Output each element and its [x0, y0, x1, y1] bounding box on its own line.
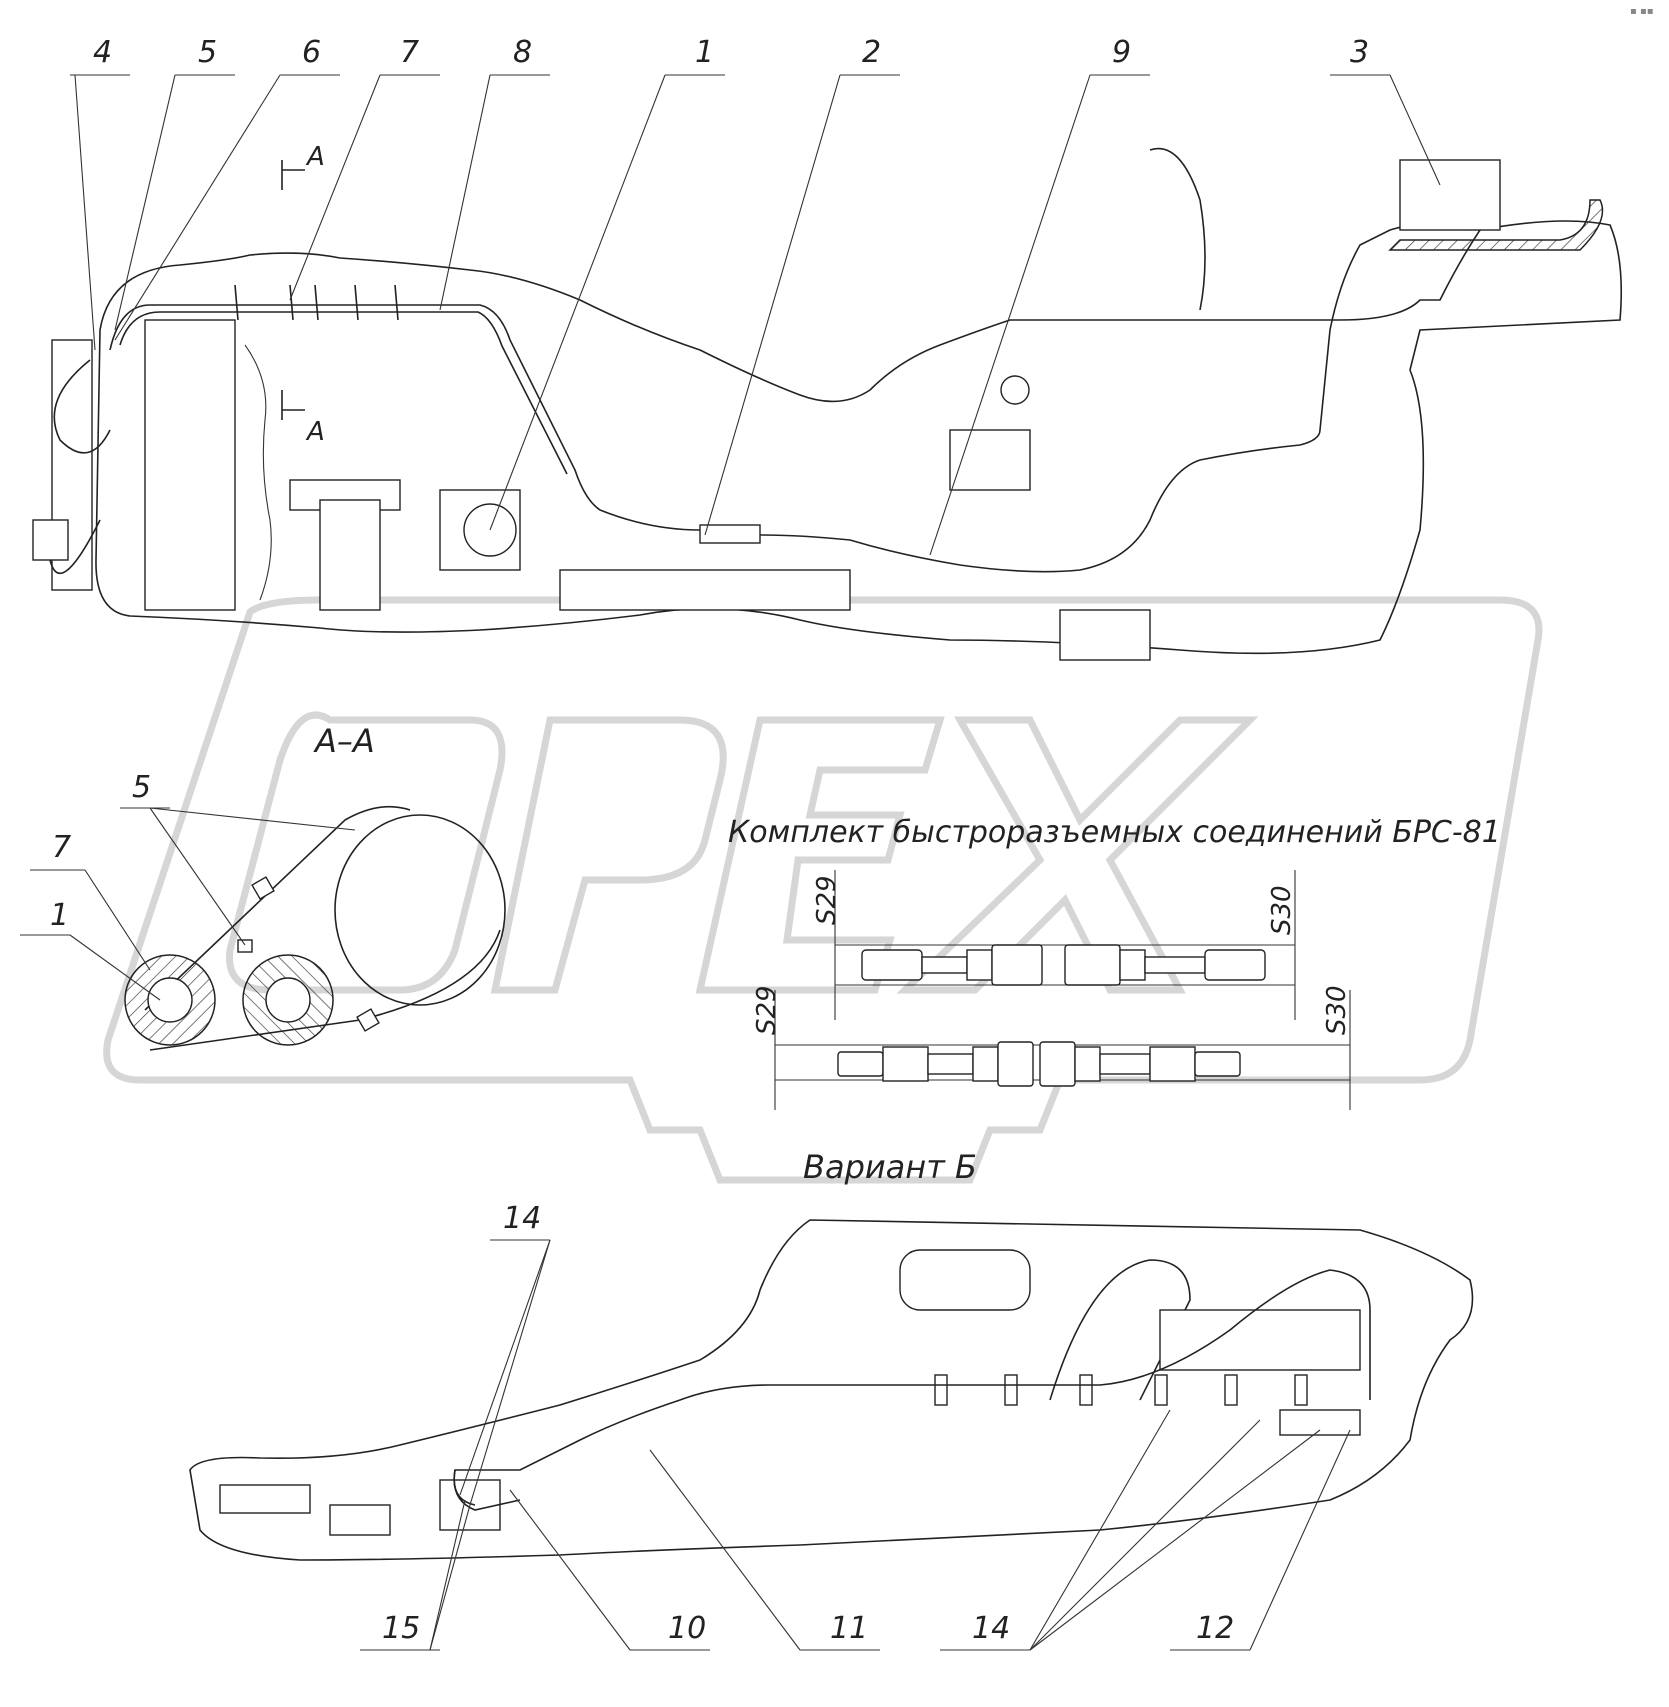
vb-callout-14-top: 14 — [503, 1201, 541, 1236]
dim-s30-lower: S30 — [1322, 985, 1352, 1035]
cab-unit — [1399, 159, 1501, 231]
tie-clip-upper — [251, 876, 275, 900]
injectors — [934, 1374, 1308, 1406]
callout-3: 3 — [1350, 35, 1369, 70]
corner-mark: ▪ ▪▪ — [1630, 6, 1654, 17]
hose-loop-front — [53, 359, 111, 454]
hose-route-variant-b — [453, 1269, 1371, 1506]
tie-clip-small — [237, 939, 253, 953]
top-body-outline — [95, 220, 1622, 655]
dim-s30-upper: S30 — [1267, 885, 1297, 935]
fan-shroud — [244, 344, 272, 601]
frame-rail — [559, 569, 851, 611]
engine-block-b — [1159, 1309, 1361, 1371]
clips-top — [234, 284, 399, 321]
engine-mount — [319, 499, 381, 611]
vb-callout-12: 12 — [1196, 1611, 1234, 1646]
callout-1: 1 — [695, 35, 714, 70]
section-clamp-ring — [334, 814, 506, 1006]
front-coupling — [32, 519, 69, 561]
section-mark: A A — [281, 142, 325, 447]
watermark-logo: OPEX — [103, 596, 1543, 1184]
callout-4: 4 — [93, 35, 112, 70]
hose-route-top-2 — [119, 311, 568, 475]
quick-connect-title: Комплект быстроразъемных соединений БРС-… — [728, 815, 1501, 850]
connector-assembly-coupled — [861, 944, 1266, 986]
quick-connect-set: Комплект быстроразъемных соединений БРС-… — [728, 815, 1501, 1110]
callout-6: 6 — [302, 35, 321, 70]
section-aa: А–А 5 7 1 — [20, 722, 506, 1051]
aa-callout-1: 1 — [50, 898, 69, 933]
dim-s29-upper: S29 — [812, 875, 842, 925]
tie-clip-lower — [356, 1008, 380, 1032]
callout-2: 2 — [862, 35, 881, 70]
vb-callout-15: 15 — [382, 1611, 420, 1646]
quick-coupling-top — [699, 524, 761, 544]
hatched-panel-top — [1388, 199, 1604, 251]
section-mark-lower: A — [305, 417, 325, 447]
section-mark-upper: A — [305, 142, 325, 172]
variant-b-leaders — [360, 1239, 1351, 1651]
hose-bore-right — [265, 977, 311, 1023]
hose-bore-left — [147, 977, 193, 1023]
valve-cap — [1000, 375, 1030, 405]
exhaust-stack — [1149, 147, 1206, 311]
connector-assembly-uncoupled — [837, 1041, 1241, 1087]
watermark-text: OPEX — [1100, 599, 1103, 601]
variant-b: Вариант Б — [189, 1148, 1474, 1561]
clamp-strap-top — [144, 805, 411, 1011]
callout-5: 5 — [198, 35, 217, 70]
top-view — [32, 147, 1622, 661]
fitting-block — [1279, 1409, 1361, 1436]
radiator — [144, 319, 236, 611]
aa-callout-7: 7 — [52, 830, 71, 865]
air-duct — [1049, 1259, 1191, 1401]
vb-callout-10: 10 — [668, 1611, 706, 1646]
top-callouts: 4 5 6 7 8 1 2 9 3 — [93, 35, 1369, 70]
callout-8: 8 — [513, 35, 532, 70]
callout-7: 7 — [400, 35, 419, 70]
variant-b-title: Вариант Б — [803, 1148, 977, 1186]
hose-route-top — [109, 224, 1471, 573]
vb-callout-14-bottom: 14 — [972, 1611, 1010, 1646]
callout-9: 9 — [1112, 35, 1131, 70]
section-aa-title: А–А — [313, 722, 375, 760]
battery-box — [219, 1484, 311, 1514]
variant-b-callouts: 14 15 10 11 14 12 — [382, 1201, 1234, 1646]
dim-s29-lower: S29 — [752, 985, 782, 1035]
top-leaders — [70, 74, 1441, 556]
variant-b-body-outline — [189, 1219, 1474, 1561]
lower-box — [1059, 609, 1151, 661]
aa-callout-5: 5 — [132, 770, 151, 805]
hose-loop-front-2 — [49, 519, 101, 575]
intake-pipe — [899, 1249, 1031, 1311]
vb-callout-11: 11 — [830, 1611, 868, 1646]
reservoir — [329, 1504, 391, 1536]
valve-block — [949, 429, 1031, 491]
